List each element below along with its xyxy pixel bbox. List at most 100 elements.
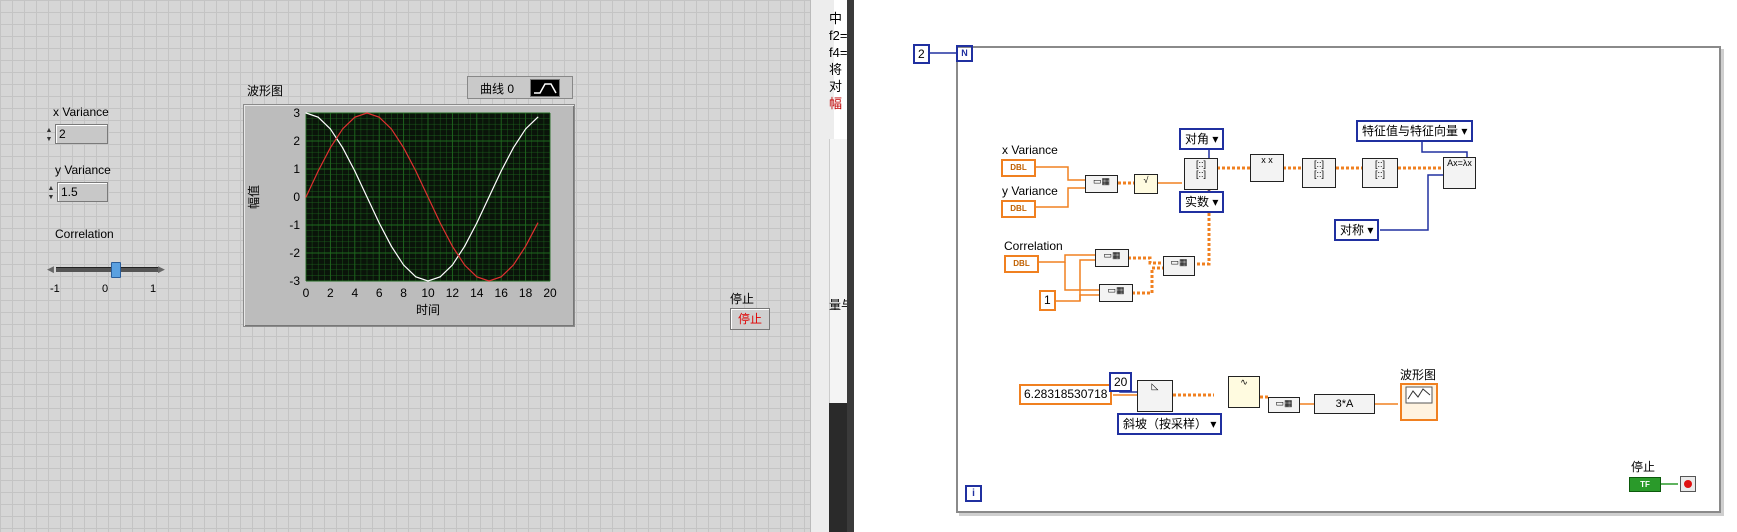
x-tick-label: 4	[351, 286, 358, 300]
matrix-node-a[interactable]: [::][::]	[1302, 158, 1336, 188]
slider-min-label: -1	[50, 283, 60, 295]
y-variance-terminal-label: y Variance	[1002, 184, 1058, 198]
strip-line: 对	[829, 79, 843, 94]
series-point	[305, 196, 307, 198]
graph-label: 波形图	[247, 84, 284, 98]
matrix-node-b[interactable]: [::][::]	[1362, 158, 1398, 188]
loop-count-terminal[interactable]: N	[956, 45, 973, 62]
block-diagram	[854, 0, 1737, 532]
slider-left-arrow-icon[interactable]: ◀	[47, 264, 54, 274]
x-variance-spinner[interactable]: ▲▼	[45, 127, 53, 143]
x-tick-label: 12	[446, 286, 460, 300]
plot-legend[interactable]: 曲线 0	[467, 76, 573, 99]
series-point	[537, 222, 539, 224]
build-array-row2-node[interactable]: ▭▦	[1099, 284, 1133, 302]
series-point	[488, 280, 490, 282]
series-point	[403, 147, 405, 149]
eigenvalues-vectors-node[interactable]: Ax=λx	[1443, 157, 1476, 189]
graph-terminal-label: 波形图	[1400, 368, 1437, 382]
correlation-slider-thumb[interactable]	[111, 262, 121, 278]
eigen-enum[interactable]: 特征值与特征向量 ▾	[1356, 120, 1474, 142]
ramp-enum[interactable]: 斜坡（按采样） ▾	[1117, 413, 1223, 435]
series-point	[366, 112, 368, 114]
build-array-row1-node[interactable]: ▭▦	[1095, 249, 1129, 267]
x-tick-label: 6	[376, 286, 383, 300]
series-point	[390, 245, 392, 247]
series-point	[354, 170, 356, 172]
series-line-0	[305, 112, 539, 282]
y-tick-label: -1	[289, 218, 300, 232]
two-pi-constant[interactable]: 6.28318530718	[1019, 384, 1113, 405]
x-variance-label: x Variance	[53, 105, 109, 119]
series-point	[488, 196, 490, 198]
y-variance-input[interactable]: 1.5	[57, 182, 108, 202]
y-variance-terminal[interactable]: DBL	[1001, 200, 1036, 218]
slider-right-arrow-icon[interactable]: ▶	[158, 264, 165, 274]
square-root-node[interactable]: √	[1134, 174, 1158, 194]
real-enum[interactable]: 实数 ▾	[1179, 191, 1225, 213]
build-matrix-node[interactable]: ▭▦	[1163, 256, 1195, 276]
stop-terminal-label: 停止	[1631, 460, 1656, 474]
series-point	[525, 245, 527, 247]
slider-mid-label: 0	[102, 283, 109, 295]
y-tick-label: -2	[289, 246, 300, 260]
series-point	[500, 170, 502, 172]
iteration-terminal[interactable]: i	[965, 485, 982, 502]
samples-constant[interactable]: 20	[1109, 372, 1133, 392]
series-point	[317, 170, 319, 172]
series-point	[342, 128, 344, 130]
window-divider	[847, 0, 854, 532]
waveform-graph-terminal[interactable]	[1400, 383, 1438, 421]
ramp-pattern-node[interactable]: ◺	[1137, 380, 1173, 412]
series-point	[464, 264, 466, 266]
create-diagonal-matrix-node[interactable]: [::][::]	[1184, 158, 1218, 190]
x-variance-input[interactable]: 2	[55, 124, 108, 144]
correlation-terminal-label: Correlation	[1004, 239, 1063, 253]
y-tick-label: 1	[293, 162, 300, 176]
y-axis-title: 幅值	[246, 185, 261, 209]
loop-count-constant[interactable]: 2	[913, 44, 930, 64]
build-array-wave-node[interactable]: ▭▦	[1268, 397, 1300, 413]
strip-line: 将	[829, 62, 843, 77]
sine-cosine-node[interactable]: ∿	[1228, 376, 1260, 408]
stop-button[interactable]: 停止	[730, 308, 770, 330]
diagonal-enum[interactable]: 对角 ▾	[1179, 128, 1225, 150]
x-tick-label: 14	[470, 286, 484, 300]
strip-line: f4=	[829, 45, 848, 60]
build-array-node[interactable]: ▭▦	[1085, 175, 1118, 193]
x-tick-label: 0	[303, 286, 310, 300]
series-point	[329, 147, 331, 149]
x-tick-label: 16	[495, 286, 509, 300]
correlation-terminal[interactable]: DBL	[1004, 255, 1039, 273]
scale-expression-node[interactable]: 3*A	[1314, 394, 1375, 414]
stop-terminal[interactable]: TF	[1629, 477, 1661, 492]
series-point	[415, 170, 417, 172]
while-loop-frame[interactable]	[956, 46, 1721, 513]
slider-max-label: 1	[150, 283, 157, 295]
series-point	[500, 276, 502, 278]
y-tick-label: 3	[293, 106, 300, 120]
constant-one[interactable]: 1	[1039, 290, 1056, 311]
series-point	[427, 196, 429, 198]
loop-condition-icon[interactable]	[1680, 476, 1696, 492]
series-point	[451, 264, 453, 266]
series-point	[439, 276, 441, 278]
x-variance-terminal[interactable]: DBL	[1001, 159, 1036, 177]
series-point	[512, 264, 514, 266]
series-point	[451, 245, 453, 247]
symmetric-enum[interactable]: 对称 ▾	[1334, 219, 1380, 241]
matrix-multiply-node[interactable]: x x	[1250, 154, 1284, 182]
x-tick-label: 18	[519, 286, 533, 300]
series-point	[464, 245, 466, 247]
strip-dark-area	[829, 403, 847, 532]
legend-line-icon[interactable]	[530, 79, 560, 97]
stop-label: 停止	[730, 292, 755, 306]
series-point	[476, 276, 478, 278]
y-tick-label: -3	[289, 274, 300, 288]
correlation-label: Correlation	[55, 227, 114, 241]
y-variance-spinner[interactable]: ▲▼	[47, 185, 55, 201]
series-point	[329, 128, 331, 130]
y-variance-label: y Variance	[55, 163, 111, 177]
correlation-slider-track[interactable]	[56, 267, 158, 272]
